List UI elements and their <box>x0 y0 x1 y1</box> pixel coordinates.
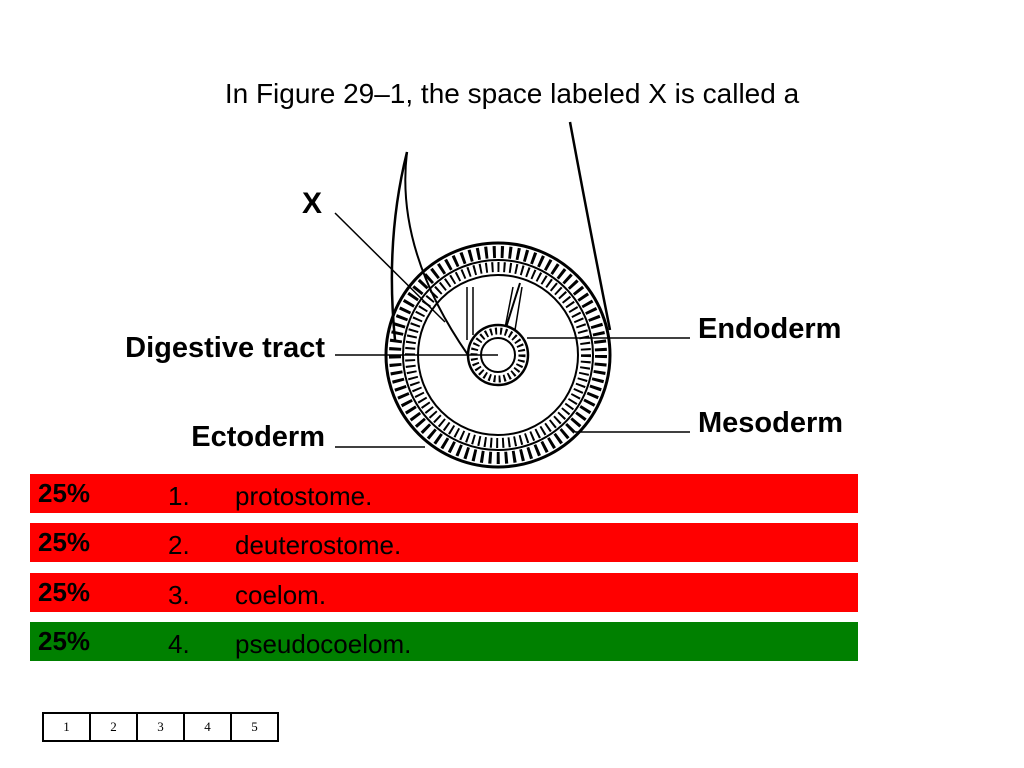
answer-percent: 25% <box>38 478 91 508</box>
pager: 1 2 3 4 5 <box>42 712 279 742</box>
pager-cell-1[interactable]: 1 <box>42 712 91 742</box>
label-x: X <box>302 187 322 220</box>
answer-percent: 25% <box>38 626 91 656</box>
pager-cell-5[interactable]: 5 <box>230 712 279 742</box>
answer-option-2[interactable]: 25% 2. deuterostome. <box>30 523 858 562</box>
label-digestive-tract: Digestive tract <box>125 332 325 364</box>
pager-cell-2[interactable]: 2 <box>89 712 138 742</box>
answer-number: 3. <box>168 580 190 610</box>
inner-mesentery-line <box>504 286 514 329</box>
answer-text: protostome. <box>235 481 373 511</box>
question-text: In Figure 29–1, the space labeled X is c… <box>224 78 800 109</box>
answer-text: coelom. <box>235 580 327 610</box>
answer-percent: 25% <box>38 527 91 557</box>
answer-option-1[interactable]: 25% 1. protostome. <box>30 474 858 513</box>
answer-text: pseudocoelom. <box>235 629 412 659</box>
label-endoderm: Endoderm <box>698 313 841 345</box>
pager-cell-3[interactable]: 3 <box>136 712 185 742</box>
answer-number: 4. <box>168 629 190 659</box>
answer-percent: 25% <box>38 577 91 607</box>
gut-cells <box>470 327 526 383</box>
x-leader-line <box>334 212 446 323</box>
answer-option-4[interactable]: 25% 4. pseudocoelom. <box>30 622 858 661</box>
cross-section-diagram: X Digestive tract Ectoderm Endoderm Meso… <box>125 121 843 469</box>
label-mesoderm: Mesoderm <box>698 407 843 439</box>
mesentery-left-line <box>404 151 469 356</box>
answer-text: deuterostome. <box>235 530 402 560</box>
answer-number: 1. <box>168 481 190 511</box>
body-wall-right-line <box>568 121 612 331</box>
answer-option-3[interactable]: 25% 3. coelom. <box>30 573 858 612</box>
answer-number: 2. <box>168 530 190 560</box>
inner-mesentery-line <box>514 286 523 331</box>
ectoderm-cells <box>389 246 607 464</box>
pager-cell-4[interactable]: 4 <box>183 712 232 742</box>
label-ectoderm: Ectoderm <box>191 421 325 453</box>
